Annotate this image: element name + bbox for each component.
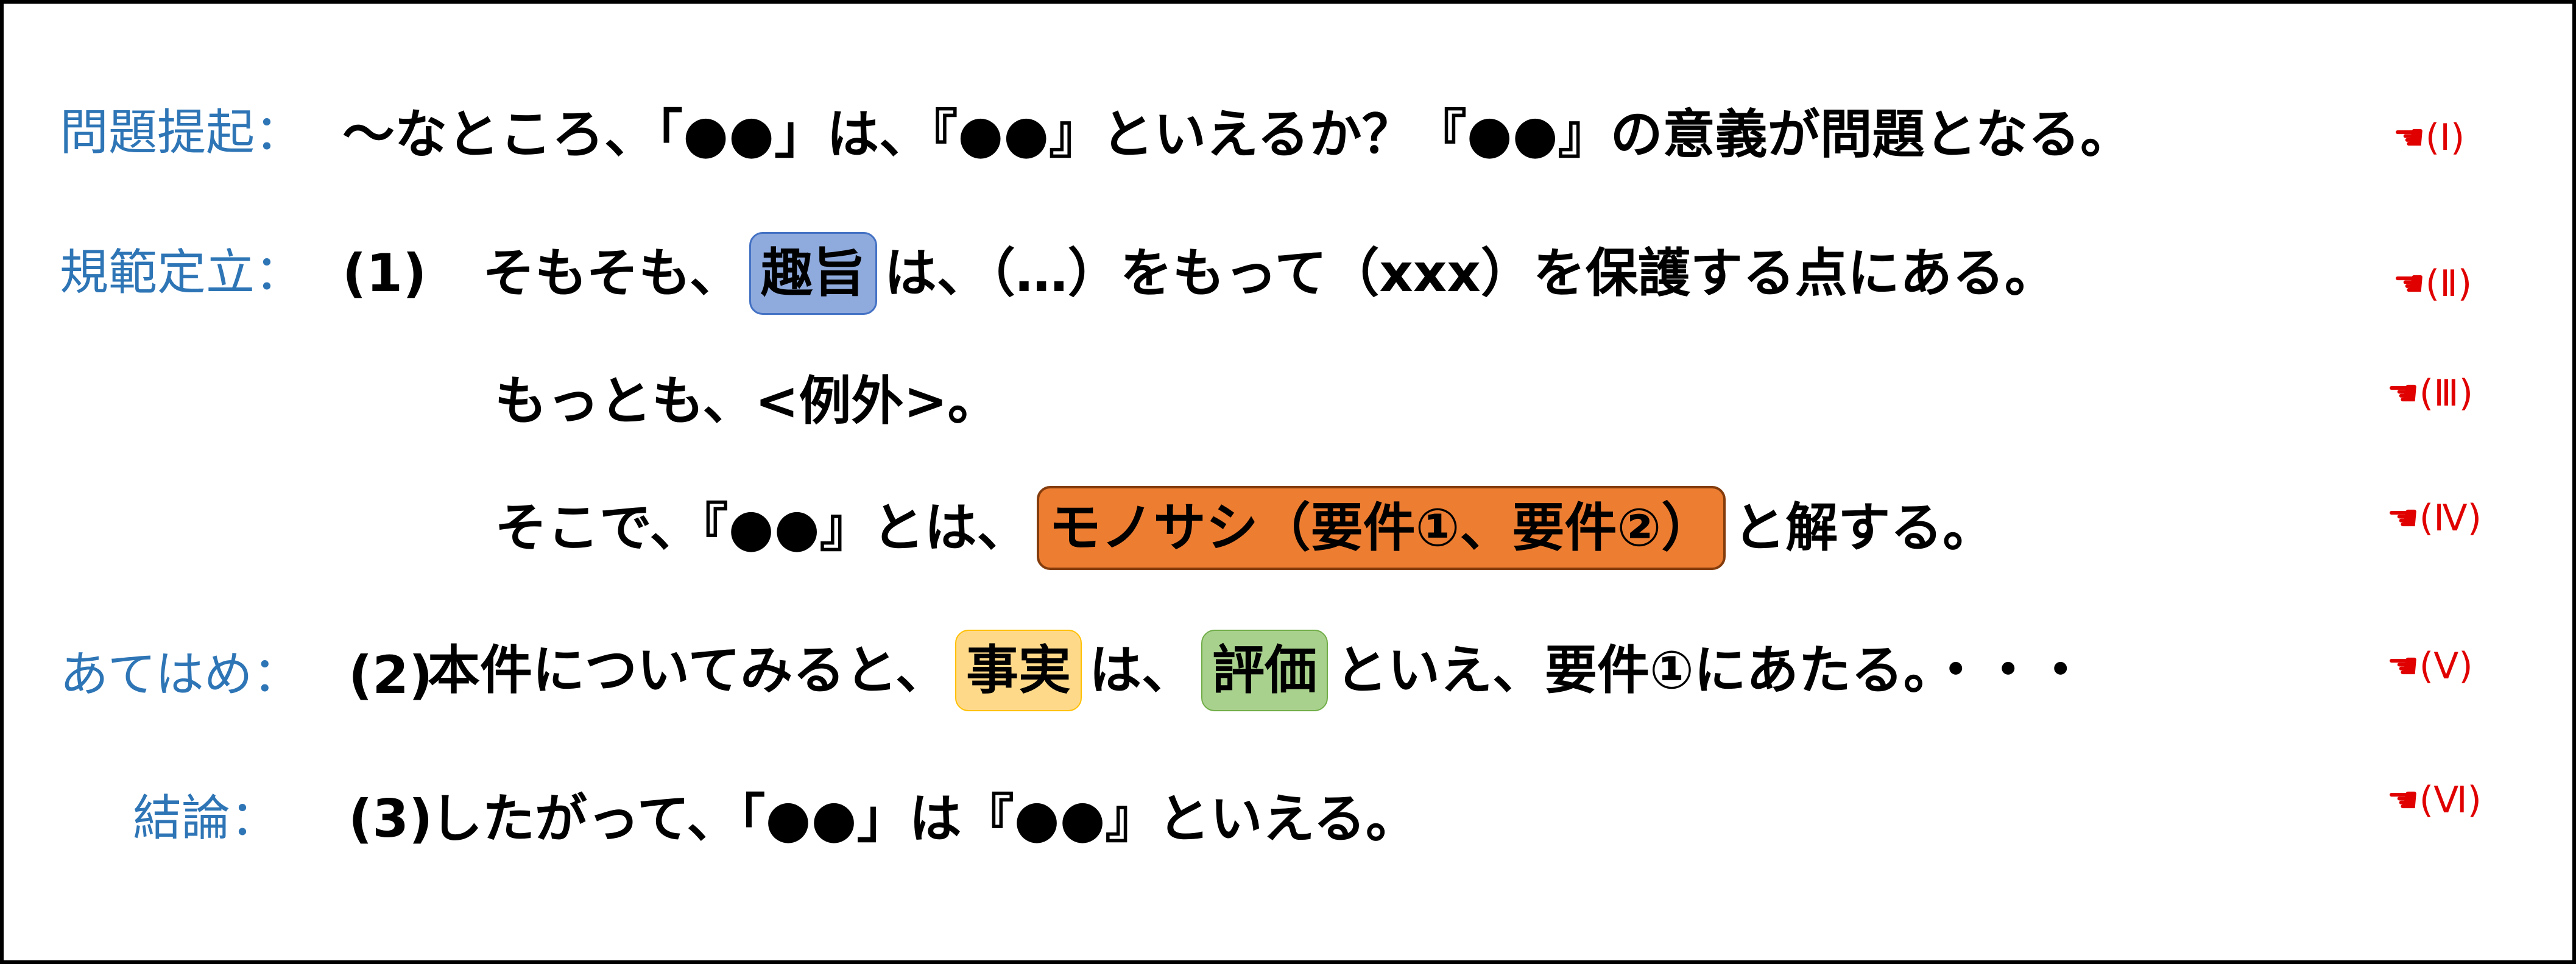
- pointer-icon-3: ☚(Ⅲ): [2387, 372, 2473, 415]
- text-norm3: そこで、『●●』とは、 モノサシ（要件①、要件②） と解する。: [495, 484, 1995, 572]
- text-application: 本件についてみると、 事実 は、 評価 といえ、要件①にあたる。・・・: [428, 626, 2087, 715]
- label-norm: 規範定立：: [60, 244, 303, 301]
- label-issue: 問題提起：: [60, 104, 303, 161]
- pointer-icon-2: ☚(Ⅱ): [2393, 262, 2472, 305]
- pointer-icon-6: ☚(Ⅵ): [2387, 779, 2482, 822]
- pointer-icon-5: ☚(Ⅴ): [2387, 645, 2473, 688]
- pointer-icon-1: ☚(Ⅰ): [2393, 116, 2465, 159]
- pointer-icon-4: ☚(Ⅳ): [2387, 497, 2482, 540]
- label-conclusion: 結論：: [133, 790, 279, 846]
- issue-sentence: ～なところ、「●●」は、『●●』といえるか？『●●』の意義が問題となる。: [342, 104, 2133, 165]
- label-application: あてはめ：: [60, 646, 302, 703]
- norm3-post: と解する。: [1733, 498, 1996, 558]
- norm1-post: は、（…）をもって（xxx）を保護する点にある。: [884, 243, 2057, 304]
- application-post: といえ、要件①にあたる。・・・: [1335, 640, 2087, 701]
- text-application-number: (2): [348, 645, 433, 706]
- text-conclusion-number: (3): [348, 789, 433, 850]
- text-issue: ～なところ、「●●」は、『●●』といえるか？『●●』の意義が問題となる。: [342, 108, 2133, 161]
- highlight-measure: モノサシ（要件①、要件②）: [1036, 486, 1726, 570]
- norm2-sentence: もっとも、<例外>。: [495, 371, 1000, 432]
- highlight-evaluation: 評価: [1201, 630, 1328, 711]
- application-pre: 本件についてみると、: [428, 640, 948, 701]
- conclusion-sentence: したがって、「●●」は『●●』といえる。: [430, 789, 1418, 850]
- text-conclusion: したがって、「●●」は『●●』といえる。: [430, 793, 1418, 845]
- highlight-purpose: 趣旨: [749, 232, 877, 315]
- application-mid: は、: [1089, 640, 1194, 701]
- norm1-pre: そもそも、: [482, 243, 742, 304]
- norm3-pre: そこで、『●●』とは、: [495, 498, 1029, 558]
- text-norm1-number: (1): [342, 243, 427, 304]
- highlight-fact: 事実: [955, 630, 1082, 711]
- text-norm1: そもそも、 趣旨 は、（…）をもって（xxx）を保護する点にある。: [482, 230, 2057, 317]
- text-norm2: もっとも、<例外>。: [495, 375, 1000, 427]
